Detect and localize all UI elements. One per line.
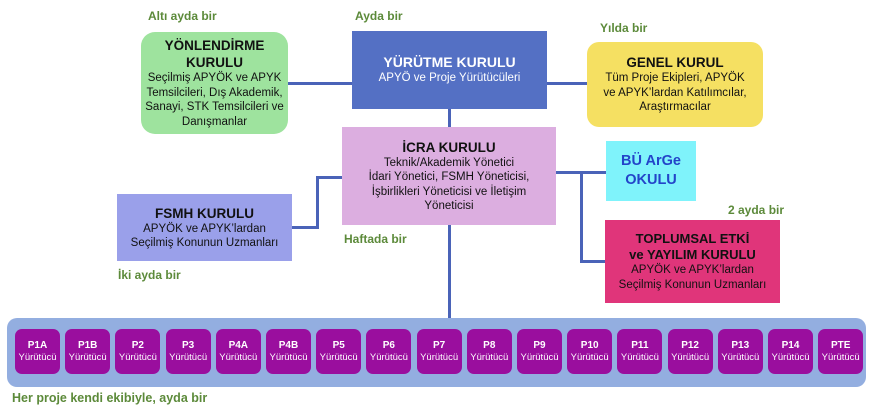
frequency-label-toplumsal: 2 ayda bir — [728, 203, 785, 217]
project-role: Yürütücü — [118, 351, 157, 363]
icra-line: Yöneticisi — [424, 200, 474, 212]
project-role: Yürütücü — [319, 351, 358, 363]
yurutme-title: YÜRÜTME KURULU — [383, 54, 516, 71]
yonlendirme-title: YÖNLENDİRME KURULU — [164, 38, 265, 70]
connector-yurutme-icra — [448, 109, 451, 127]
connector-icra-projects — [448, 225, 451, 318]
project-role: Yürütücü — [269, 351, 308, 363]
project-code: P4B — [278, 339, 299, 351]
project-code: P9 — [533, 339, 546, 351]
bu-arge-title: OKULU — [625, 172, 677, 188]
project-code: P4A — [228, 339, 249, 351]
fsmh-kurulu-box: FSMH KURULU APYÖK ve APYK’lardan Seçilmi… — [117, 194, 292, 261]
project-role: Yürütücü — [570, 351, 609, 363]
genel-title: GENEL KURUL — [626, 55, 724, 71]
project-role: Yürütücü — [620, 351, 659, 363]
project-code: PTE — [830, 339, 851, 351]
fsmh-title: FSMH KURULU — [155, 205, 254, 221]
yonlendirme-kurulu-box: YÖNLENDİRME KURULU Seçilmiş APYÖK ve APY… — [141, 32, 288, 134]
frequency-label-yonlendirme: Altı ayda bir — [148, 9, 217, 23]
connector-icra-fsmh-h2 — [292, 226, 319, 229]
project-role: Yürütücü — [520, 351, 559, 363]
project-code: P14 — [781, 339, 800, 351]
project-code: P3 — [181, 339, 195, 351]
project-code: P7 — [432, 339, 446, 351]
project-role: Yürütücü — [219, 351, 258, 363]
connector-yonlendirme-yurutme — [288, 82, 352, 85]
frequency-label-fsmh: İki ayda bir — [118, 268, 181, 282]
fsmh-line: APYÖK ve APYK’lardan — [143, 222, 266, 235]
project-role: Yürütücü — [771, 351, 810, 363]
icra-line: Teknik/Akademik Yönetici — [383, 156, 515, 169]
toplumsal-line: Seçilmiş Konunun Uzmanları — [618, 278, 767, 291]
toplumsal-line: APYÖK ve APYK’lardan — [631, 264, 754, 276]
project-code: P1A — [27, 339, 48, 351]
genel-line: Araştırmacılar — [639, 101, 711, 114]
icra-line: İdari Yönetici, FSMH Yöneticisi, — [368, 171, 530, 183]
project-code: P6 — [382, 339, 395, 351]
frequency-label-genel: Yılda bir — [600, 21, 648, 35]
yonlendirme-line: Temsilcileri, Dış Akademik, — [146, 86, 283, 99]
yonlendirme-line: Sanayi, STK Temsilcileri ve — [145, 101, 284, 113]
genel-line: ve APYK’lardan Katılımcılar, — [603, 86, 747, 99]
project-role: Yürütücü — [68, 351, 107, 363]
project-code: P8 — [483, 339, 496, 351]
project-role: Yürütücü — [18, 351, 57, 363]
connector-right-v — [580, 171, 583, 262]
project-role: Yürütücü — [420, 351, 459, 363]
yonlendirme-line: Danışmanlar — [181, 115, 248, 128]
toplumsal-title: ve YAYILIM KURULU — [629, 247, 756, 262]
project-role: Yürütücü — [821, 351, 860, 363]
bu-arge-okulu-box: BÜ ArGe OKULU — [606, 141, 696, 201]
bu-arge-title: BÜ ArGe — [621, 153, 681, 169]
icra-title: İCRA KURULU — [402, 139, 496, 155]
connector-icra-fsmh-v — [316, 176, 319, 228]
icra-kurulu-box: İCRA KURULU Teknik/Akademik Yönetici İda… — [342, 127, 556, 225]
project-code: P1B — [77, 339, 98, 351]
icra-line: İşbirlikleri Yöneticisi ve İletişim — [371, 185, 527, 198]
frequency-label-yurutme: Ayda bir — [355, 9, 403, 23]
project-code: P10 — [580, 339, 599, 351]
connector-icra-fsmh-h1 — [316, 176, 342, 179]
project-code: P12 — [681, 339, 699, 351]
project-role: Yürütücü — [671, 351, 710, 363]
fsmh-line: Seçilmiş Konunun Uzmanları — [130, 237, 279, 249]
yurutme-line: APYÖ ve Proje Yürütücüleri — [378, 72, 521, 85]
project-code: P13 — [731, 339, 750, 351]
yonlendirme-line: Seçilmiş APYÖK ve APYK — [147, 72, 282, 84]
project-role: Yürütücü — [369, 351, 408, 363]
toplumsal-etki-kurulu-box: TOPLUMSAL ETKİ ve YAYILIM KURULU APYÖK v… — [605, 220, 780, 303]
connector-right-toplumsal — [580, 260, 605, 263]
project-role: Yürütücü — [721, 351, 760, 363]
project-code: P11 — [631, 339, 649, 351]
yurutme-kurulu-box: YÜRÜTME KURULU APYÖ ve Proje Yürütücüler… — [352, 31, 547, 109]
project-code: P2 — [131, 339, 144, 351]
project-role: Yürütücü — [470, 351, 509, 363]
toplumsal-title: TOPLUMSAL ETKİ — [635, 231, 750, 246]
connector-yurutme-genel — [547, 82, 587, 85]
frequency-label-projects: Her proje kendi ekibiyle, ayda bir — [12, 391, 208, 405]
frequency-label-icra: Haftada bir — [344, 232, 407, 246]
genel-kurul-box: GENEL KURUL Tüm Proje Ekipleri, APYÖK ve… — [587, 42, 763, 127]
genel-line: Tüm Proje Ekipleri, APYÖK — [605, 72, 745, 85]
project-code: P5 — [332, 339, 345, 351]
project-role: Yürütücü — [169, 351, 208, 363]
